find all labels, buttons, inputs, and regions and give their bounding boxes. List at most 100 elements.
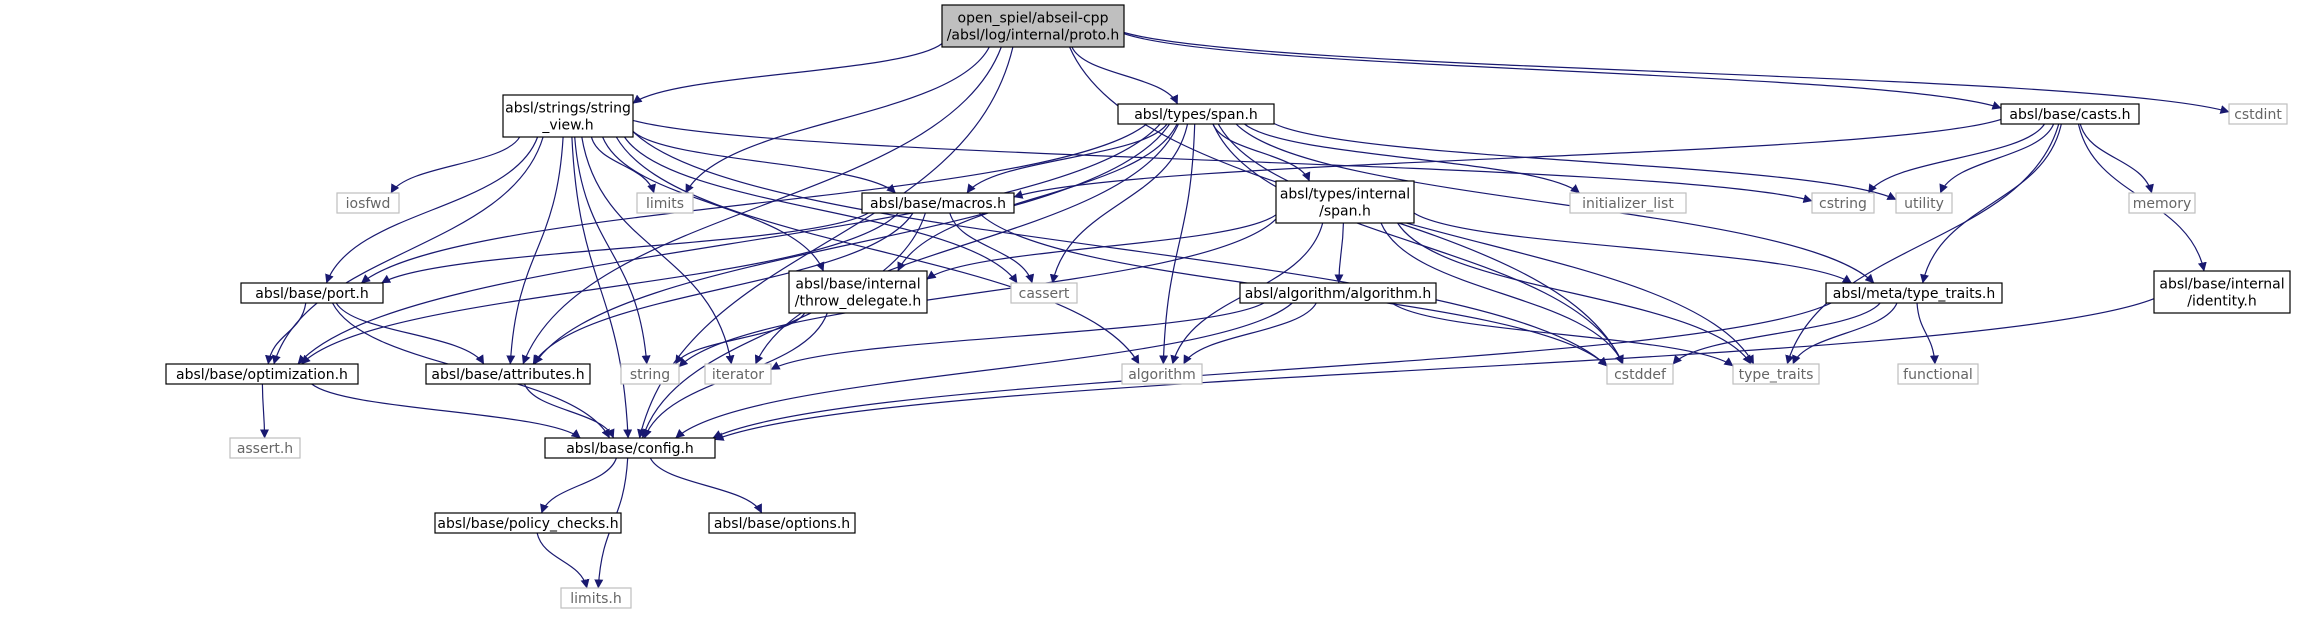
node-limits-h: limits.h <box>560 587 632 609</box>
node-label: absl/base/internal <box>2159 277 2284 293</box>
edge-string_view-to-iosfwd <box>390 136 521 194</box>
edge-port-to-attributes <box>335 302 485 365</box>
node-label: absl/base/policy_checks.h <box>437 516 618 532</box>
node-string-view[interactable]: absl/strings/string_view.h <box>502 94 634 138</box>
edge-optimization-to-config <box>311 383 581 439</box>
node-box <box>636 192 694 214</box>
node-label: memory <box>2133 196 2192 212</box>
node-label: cassert <box>1019 286 1070 302</box>
node-box <box>1275 180 1415 224</box>
node-box <box>2228 103 2288 125</box>
edge-internal_span-to-type_traits <box>1397 222 1752 365</box>
edge-root-to-span <box>1071 46 1179 105</box>
node-throw-delegate[interactable]: absl/base/internal/throw_delegate.h <box>788 270 928 314</box>
edges-layer <box>260 31 2230 589</box>
node-label: _view.h <box>541 118 593 134</box>
edge-span-to-utility <box>1273 122 1897 201</box>
edge-string_view-to-throw_delegate <box>602 136 825 272</box>
node-label: iosfwd <box>346 196 391 212</box>
edge-string_view-to-port <box>325 136 539 284</box>
node-span[interactable]: absl/types/span.h <box>1117 103 1275 125</box>
node-label: /span.h <box>1319 204 1371 220</box>
node-config[interactable]: absl/base/config.h <box>544 437 716 459</box>
edge-internal_span-to-algorithm_h <box>1334 222 1344 284</box>
edge-optimization-to-assert_h <box>260 383 270 439</box>
edge-string_view-to-macros <box>632 130 896 194</box>
node-label: type_traits <box>1739 367 1814 383</box>
node-label: absl/base/options.h <box>714 516 850 532</box>
node-label: utility <box>1904 196 1944 212</box>
edge-algorithm_h-to-type_traits <box>1391 302 1734 367</box>
node-label: /absl/log/internal/proto.h <box>947 28 1120 44</box>
node-limits: limits <box>636 192 694 214</box>
edge-string_view-to-cassert <box>624 136 1018 284</box>
edge-span-to-type_traits <box>1217 123 1755 365</box>
node-box <box>1239 282 1437 304</box>
edge-string_view-to-optimization <box>272 136 544 365</box>
edge-root-to-casts <box>1123 33 2002 110</box>
edge-span-to-cassert <box>1049 123 1189 284</box>
node-box <box>2128 192 2196 214</box>
node-initializer-list: initializer_list <box>1569 192 1687 214</box>
node-label: assert.h <box>237 441 293 457</box>
edge-identity-to-config <box>714 298 2155 441</box>
node-iterator: iterator <box>704 363 772 385</box>
edge-root-to-string_view <box>632 43 943 104</box>
node-policy-checks[interactable]: absl/base/policy_checks.h <box>434 512 622 534</box>
node-label: absl/strings/string <box>505 101 631 117</box>
node-optimization[interactable]: absl/base/optimization.h <box>165 363 359 385</box>
edge-span-to-throw_delegate <box>897 123 1178 272</box>
edge-span-to-iterator <box>754 123 1179 365</box>
node-label: string <box>630 367 670 383</box>
node-label: limits.h <box>570 591 621 607</box>
node-algorithm-h[interactable]: absl/algorithm/algorithm.h <box>1239 282 1437 304</box>
node-label: absl/base/attributes.h <box>431 367 584 383</box>
edge-internal_span-to-cstddef <box>1380 222 1624 365</box>
node-type-traits-h[interactable]: absl/meta/type_traits.h <box>1825 282 2003 304</box>
edge-attributes-to-config <box>523 383 615 439</box>
edge-casts-to-memory <box>2079 123 2154 194</box>
edge-span-to-macros <box>966 123 1168 194</box>
node-label: algorithm <box>1128 367 1196 383</box>
node-internal-span[interactable]: absl/types/internal/span.h <box>1275 180 1415 224</box>
node-assert-h: assert.h <box>229 437 301 459</box>
node-box <box>1606 363 1674 385</box>
node-box <box>165 363 359 385</box>
node-macros[interactable]: absl/base/macros.h <box>861 192 1015 214</box>
node-label: absl/base/optimization.h <box>176 367 348 383</box>
node-label: absl/algorithm/algorithm.h <box>1245 286 1432 302</box>
node-box <box>2000 103 2140 125</box>
nodes-layer: open_spiel/abseil-cpp/absl/log/internal/… <box>165 4 2291 609</box>
edge-macros-to-cassert <box>949 212 1035 284</box>
node-identity[interactable]: absl/base/internal/identity.h <box>2153 270 2291 314</box>
edge-macros-to-port <box>381 212 869 284</box>
edge-casts-to-macros <box>1013 118 2002 199</box>
node-label: /throw_delegate.h <box>795 294 921 310</box>
node-cstring: cstring <box>1811 192 1875 214</box>
node-iosfwd: iosfwd <box>336 192 400 214</box>
edge-casts-to-cstring <box>1867 123 2046 194</box>
edge-internal_span-to-throw_delegate <box>926 214 1277 280</box>
node-options[interactable]: absl/base/options.h <box>708 512 856 534</box>
edge-span-to-initializer_list <box>1244 123 1580 194</box>
node-box <box>708 512 856 534</box>
node-box <box>1010 282 1078 304</box>
node-box <box>941 4 1125 48</box>
node-label: absl/types/internal <box>1280 187 1410 203</box>
node-label: cstddef <box>1614 367 1667 383</box>
edge-span-to-optimization <box>297 123 1161 365</box>
edge-casts-to-type_traits <box>1785 123 2060 365</box>
node-label: absl/base/internal <box>795 277 920 293</box>
edge-string_view-to-iterator <box>581 136 735 365</box>
edge-string_view-to-config <box>571 136 633 439</box>
node-attributes[interactable]: absl/base/attributes.h <box>425 363 591 385</box>
node-casts[interactable]: absl/base/casts.h <box>2000 103 2140 125</box>
node-box <box>434 512 622 534</box>
node-label: absl/base/port.h <box>255 286 368 302</box>
edge-root-to-cstdint <box>1123 31 2230 114</box>
edge-algorithm_h-to-config <box>675 302 1293 439</box>
node-box <box>1825 282 2003 304</box>
node-port[interactable]: absl/base/port.h <box>240 282 384 304</box>
node-root[interactable]: open_spiel/abseil-cpp/absl/log/internal/… <box>941 4 1125 48</box>
node-box <box>425 363 591 385</box>
